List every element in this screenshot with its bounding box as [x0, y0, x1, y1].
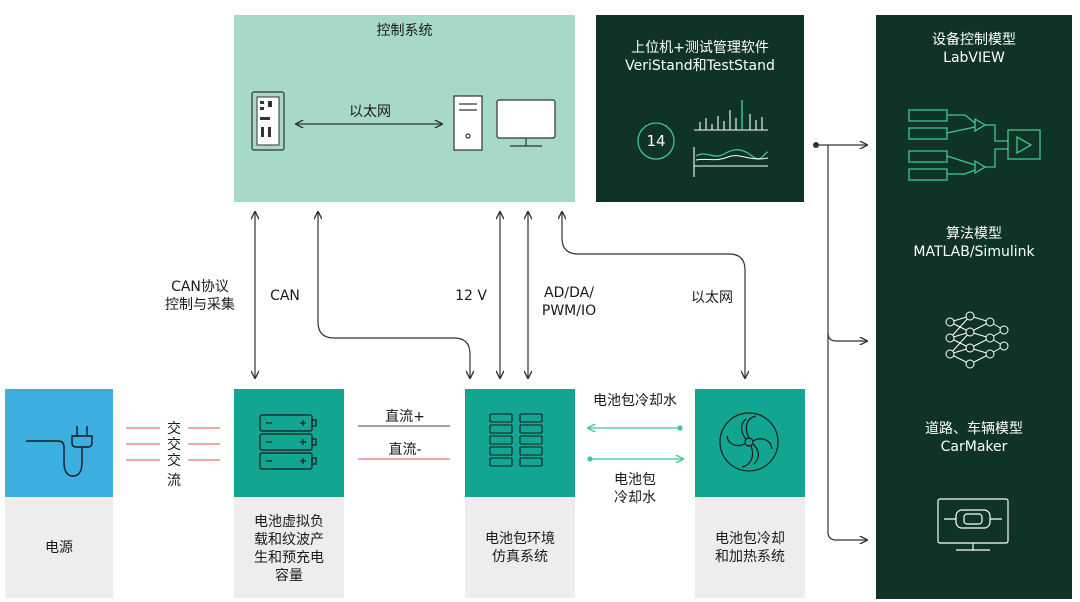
dc-minus-label: 直流-	[388, 442, 422, 458]
car-display-icon	[937, 498, 1009, 551]
fan-icon	[719, 412, 779, 472]
v12-label: 12 V	[455, 288, 487, 304]
env-sim-label-1: 电池包环境	[485, 531, 555, 547]
virtual-load-label-4: 容量	[275, 568, 303, 584]
model-arrow-matlab	[827, 332, 867, 341]
power-block	[5, 389, 113, 497]
host-software-subtitle: VeriStand和TestStand	[625, 58, 775, 74]
power-label-block	[5, 497, 113, 598]
computer-icon	[453, 95, 556, 151]
ac-label-4: 流	[167, 473, 181, 489]
control-system-title: 控制系统	[376, 23, 433, 39]
gauge-badge: 14	[646, 132, 666, 150]
labview-model-title: 设备控制模型	[932, 32, 1016, 48]
cooling-label-block	[695, 497, 805, 598]
can-protocol-sublabel: 控制与采集	[165, 297, 235, 313]
env-sim-label-2: 仿真系统	[492, 549, 548, 565]
matlab-model-name: MATLAB/Simulink	[913, 244, 1035, 260]
adda-label: AD/DA/	[544, 285, 594, 301]
ac-label-2: 交	[167, 437, 181, 453]
carmaker-model-name: CarMaker	[940, 439, 1008, 455]
adda-sublabel: PWM/IO	[541, 303, 597, 319]
ac-label-1: 交	[167, 421, 181, 437]
ethernet-label: 以太网	[349, 104, 391, 120]
matlab-model-title: 算法模型	[946, 226, 1002, 242]
ac-lines	[126, 427, 220, 461]
neural-network-icon	[945, 311, 1009, 369]
can-label: CAN	[270, 288, 300, 304]
power-label: 电源	[45, 540, 73, 556]
virtual-load-block	[234, 389, 344, 497]
env-sim-label-block	[465, 497, 575, 598]
trend-chart-icon	[693, 147, 769, 177]
virtual-load-label-block	[234, 497, 344, 598]
host-software-title: 上位机+测试管理软件	[631, 40, 769, 56]
coolant-top-label: 电池包冷却水	[593, 393, 677, 409]
battery-pack-icon	[259, 414, 317, 470]
carmaker-model-title: 道路、车辆模型	[925, 421, 1023, 437]
host-software-panel	[596, 15, 804, 202]
cooling-label-1: 电池包冷却	[715, 531, 785, 547]
dc-plus-label: 直流+	[385, 409, 425, 425]
model-bus	[827, 145, 867, 540]
labview-diagram-icon	[908, 109, 1041, 181]
controller-icon	[251, 91, 285, 151]
ethernet-cooling-link	[562, 212, 745, 378]
ac-label-3: 交	[167, 453, 181, 469]
cooling-label-2: 和加热系统	[715, 549, 785, 565]
can-link	[318, 212, 470, 378]
labview-model-name: LabVIEW	[943, 50, 1005, 66]
cooling-block	[695, 389, 805, 497]
spectrum-chart-icon	[694, 100, 768, 131]
virtual-load-label-1: 电池虚拟负	[254, 514, 324, 530]
virtual-load-label-2: 载和纹波产	[254, 532, 324, 548]
cell-stack-icon	[489, 413, 543, 467]
can-protocol-label: CAN协议	[171, 279, 229, 295]
monitor-gauge-icon	[637, 122, 675, 160]
coolant-bottom-sublabel: 冷却水	[614, 490, 656, 506]
power-plug-icon	[26, 426, 93, 477]
coolant-bottom-label: 电池包	[614, 472, 656, 488]
virtual-load-label-3: 生和预充电	[254, 550, 324, 566]
ethernet-link-label: 以太网	[691, 290, 733, 306]
